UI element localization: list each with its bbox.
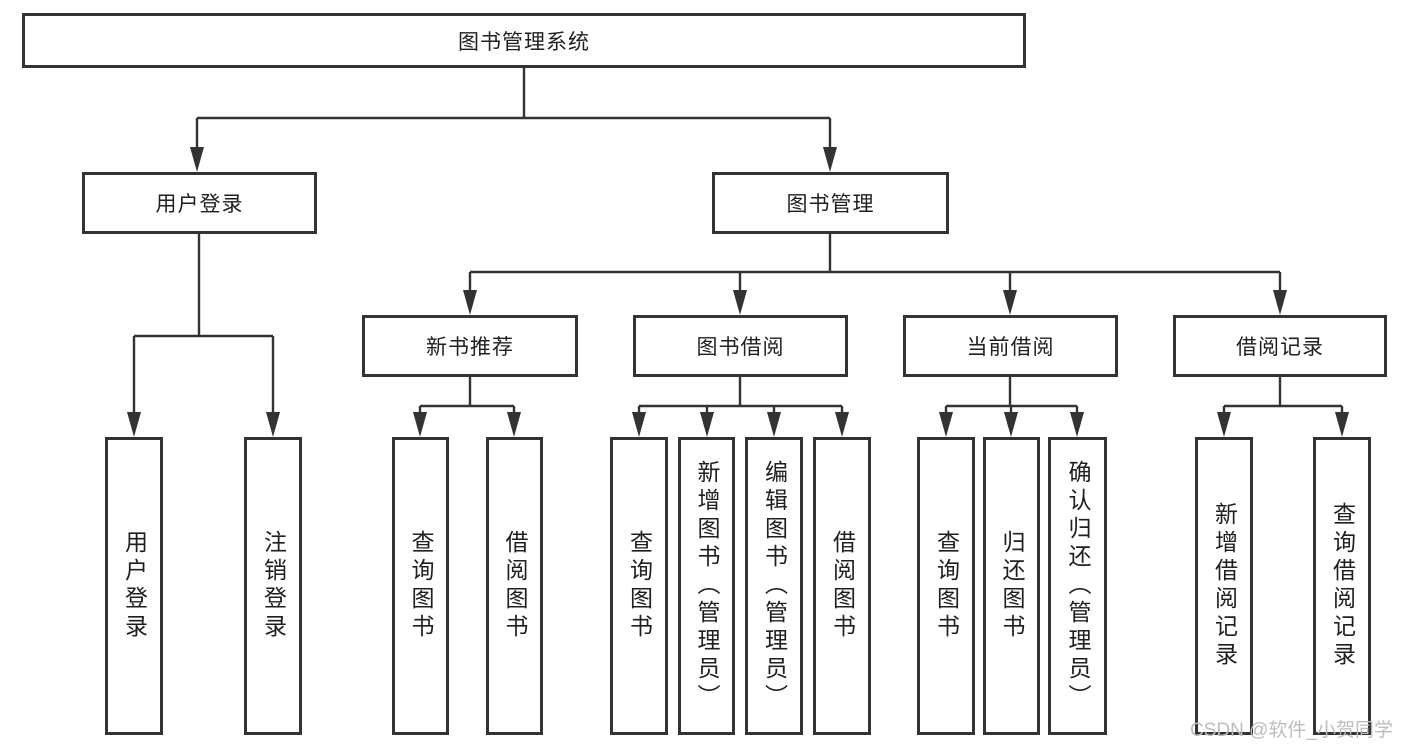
node-new-book-rec: 新书推荐 [362,315,578,377]
connector-root-to-level2 [190,68,837,172]
arrowhead [700,412,714,437]
node-leaf-add-book-label: 新增图书（管理员） [694,460,720,712]
node-book-borrow-label: 图书借阅 [696,336,785,359]
node-leaf-return-book: 归还图书 [983,437,1040,735]
node-leaf-edit-book: 编辑图书（管理员） [745,437,803,735]
node-leaf-query-book-2-label: 查询图书 [626,530,653,642]
arrowhead [939,412,953,437]
node-leaf-query-book-1: 查询图书 [392,437,449,735]
node-user-login-label: 用户登录 [155,193,244,216]
node-leaf-query-borrow-record: 查询借阅记录 [1313,437,1371,735]
node-current-borrow-label: 当前借阅 [966,336,1055,359]
arrowhead [507,412,521,437]
node-leaf-logout-label: 注销登录 [260,530,287,642]
node-borrow-record: 借阅记录 [1173,315,1387,377]
arrowhead [1217,412,1231,437]
arrowhead [1070,412,1084,437]
arrowhead [1335,412,1349,437]
node-root-label: 图书管理系统 [458,30,590,54]
node-leaf-edit-book-label: 编辑图书（管理员） [761,460,788,712]
node-leaf-user-login-label: 用户登录 [121,530,148,642]
arrowhead [632,412,646,437]
node-new-book-rec-label: 新书推荐 [426,336,514,359]
arrowhead [127,412,141,437]
arrowhead [767,412,781,437]
node-leaf-query-book-3: 查询图书 [917,437,975,735]
arrowhead [1003,290,1017,315]
node-root: 图书管理系统 [22,13,1026,68]
connector-book-mgmt-to-level3 [463,234,1287,315]
arrowhead [463,290,477,315]
node-leaf-query-borrow-record-label: 查询借阅记录 [1329,502,1356,670]
node-leaf-return-book-label: 归还图书 [999,530,1025,642]
node-leaf-borrow-book-1: 借阅图书 [486,437,543,735]
node-leaf-borrow-book-1-label: 借阅图书 [502,530,528,642]
arrowhead [266,412,280,437]
node-leaf-query-book-1-label: 查询图书 [408,530,434,642]
arrowhead [413,412,427,437]
node-leaf-query-book-2: 查询图书 [610,437,668,735]
connector-current-borrow-to-leaves [939,377,1084,437]
connector-user-login-to-leaves [127,234,280,437]
node-leaf-logout: 注销登录 [244,437,302,735]
arrowhead [1004,412,1018,437]
arrowhead [835,412,849,437]
node-leaf-user-login: 用户登录 [105,437,163,735]
csdn-watermark: CSDN @软件_小贺同学 [1190,720,1393,741]
arrowhead [1273,290,1287,315]
node-leaf-confirm-return-label: 确认归还（管理员） [1065,460,1091,712]
node-leaf-add-borrow-record-label: 新增借阅记录 [1211,502,1238,670]
node-leaf-add-borrow-record: 新增借阅记录 [1195,437,1253,735]
node-borrow-record-label: 借阅记录 [1236,336,1324,359]
connector-new-book-rec-to-leaves [413,377,521,437]
node-book-mgmt: 图书管理 [712,172,949,234]
node-user-login: 用户登录 [82,172,317,234]
node-current-borrow: 当前借阅 [903,315,1118,377]
node-book-borrow: 图书借阅 [633,315,848,377]
connector-borrow-record-to-leaves [1217,377,1349,437]
node-leaf-query-book-3-label: 查询图书 [933,530,960,642]
node-leaf-confirm-return: 确认归还（管理员） [1048,437,1107,735]
node-leaf-add-book: 新增图书（管理员） [678,437,735,735]
connector-book-borrow-to-leaves [632,377,849,437]
node-book-mgmt-label: 图书管理 [786,193,875,216]
arrowhead [823,147,837,172]
arrowhead [733,290,747,315]
node-leaf-borrow-book-2: 借阅图书 [813,437,871,735]
node-leaf-borrow-book-2-label: 借阅图书 [829,530,856,642]
arrowhead [190,147,204,172]
